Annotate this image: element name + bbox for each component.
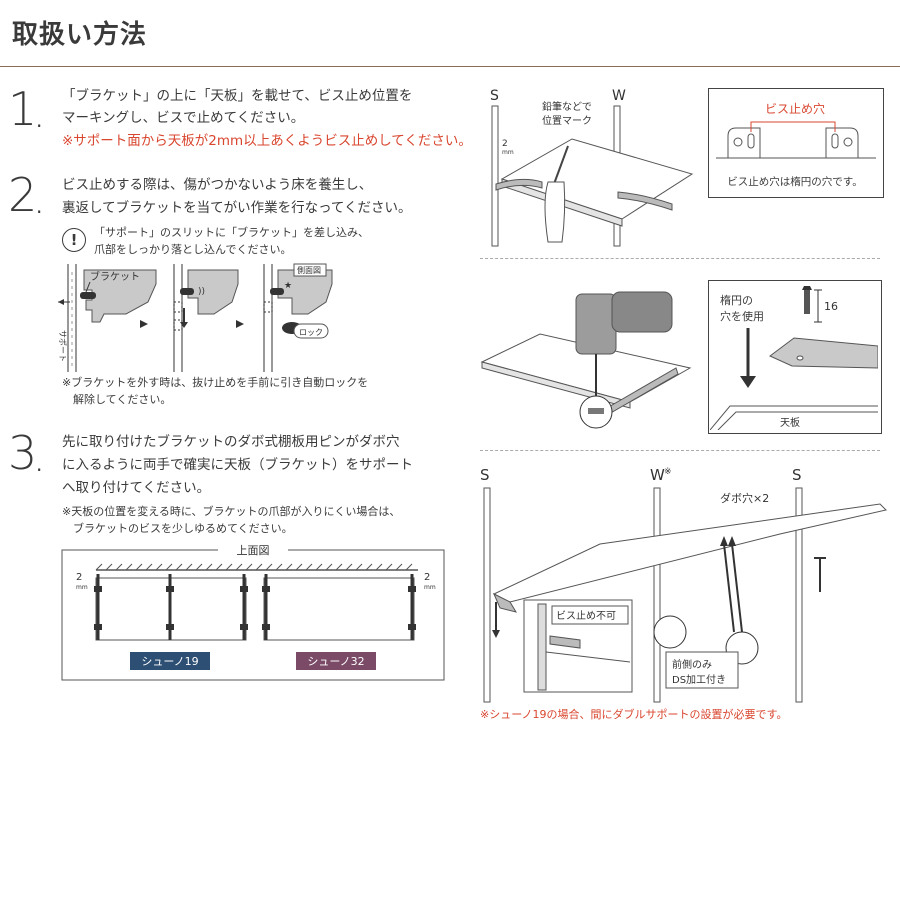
dim-left: 2 (76, 572, 82, 583)
dim-right-unit: mm (424, 584, 436, 591)
board-label: 天板 (780, 416, 800, 429)
step-3-line-2: に入るように両手で確実に天板（ブラケット）をサポート (62, 457, 413, 473)
top-view-title: 上面図 (237, 544, 270, 557)
legend-shuno32-swatch (296, 652, 376, 670)
dowel-label: ダボ穴×2 (720, 491, 769, 505)
oval-note-line-2: 穴を使用 (720, 310, 764, 323)
no-screw-label: ビス止め不可 (556, 610, 616, 622)
support-label: サポート (58, 330, 67, 362)
step-1-line-2: マーキングし、ビスで止めてください。 (62, 110, 305, 126)
title-divider (0, 66, 900, 67)
caution-icon: ! (62, 228, 86, 252)
legend-shuno19-swatch (130, 652, 210, 670)
step-2-line-2: 裏返してブラケットを当てがい作業を行なってください。 (62, 200, 412, 216)
step-3-line-3: へ取り付けてください。 (62, 480, 211, 496)
step-2-number: 2 (8, 168, 38, 222)
step-3-line-1: 先に取り付けたブラケットのダボ式棚板用ピンがダボ穴 (62, 434, 400, 450)
caution-line-2: 爪部をしっかり落とし込んでください。 (94, 243, 292, 256)
figure-panel-3: 側面図 ロック ★ (263, 263, 333, 372)
step-3-note-line-2: ブラケットのビスを少しゆるめてください。 (62, 522, 293, 535)
screw-hole-title: ビス止め穴 (764, 102, 825, 116)
front-only-line-1: 前側のみ (672, 658, 712, 671)
step-1-red-note: ※サポート面から天板が2mm以上あくようビス止めしてください。 (62, 133, 472, 149)
right-footnote: ※シューノ19の場合、間にダブルサポートの設置が必要です。 (480, 708, 788, 721)
fig1-w-label: W (612, 88, 626, 104)
right-divider-1 (480, 258, 880, 259)
dim-left-unit: mm (76, 584, 88, 591)
page-title: 取扱い方法 (12, 20, 148, 50)
step-2-note-line-1: ※ブラケットを外す時は、抜け止めを手前に引き自動ロックを (62, 376, 369, 389)
fig3-w-mark: ※ (664, 467, 672, 477)
dim-right: 2 (424, 572, 430, 583)
step-2-line-1: ビス止めする際は、傷がつかないよう床を養生し、 (62, 177, 373, 193)
mounting-figure: S W ※ S ダボ穴×2 ビス止め不可 前側のみ DS加工付き (480, 466, 887, 703)
screw-hole-figure (716, 121, 876, 159)
step-1-line-1: 「ブラケット」の上に「天板」を載せて、ビス止め位置を (62, 88, 413, 104)
fig3-w-mid: W (650, 466, 665, 484)
top-view-figure: 上面図 2 mm 2 mm シューノ19 シューノ32 (61, 542, 445, 681)
oval-hole-figure: 16 天板 (710, 286, 878, 430)
fig1-dim: 2 (502, 139, 508, 149)
step-1-dot: . (36, 108, 43, 132)
fig3-s-left: S (480, 466, 490, 484)
fig3-s-right: S (792, 466, 802, 484)
fig1-mark-note-2: 位置マーク (542, 114, 592, 127)
drilling-figure (480, 291, 692, 429)
legend-shuno32: シューノ32 (307, 655, 364, 668)
step-3-dot: . (36, 452, 43, 476)
step-2-note-line-2: 解除してください。 (62, 393, 172, 406)
step-3-number: 3 (8, 426, 38, 480)
right-divider-2 (480, 450, 880, 451)
screw-hole-box (708, 88, 884, 198)
figure-panel-1: ブラケット (58, 264, 157, 372)
oval-dim: 16 (824, 300, 838, 313)
caution-line-1: 「サポート」のスリットに「ブラケット」を差し込み、 (94, 226, 369, 239)
figure-panel-2: )) (173, 264, 244, 372)
bracket-label: ブラケット (90, 270, 140, 283)
oval-hole-box (708, 280, 882, 434)
svg-text:)): )) (198, 287, 205, 297)
fig1-dim-unit: mm (502, 149, 514, 156)
fig1-s-label: S (490, 88, 499, 104)
bracket-insert-figure: ブラケット )) 側面図 ロック ★ サポート (58, 263, 333, 372)
lock-label: ロック (299, 328, 323, 337)
marking-figure: S W 鉛筆などで 位置マーク 2 mm (490, 88, 694, 247)
step-3-note-line-1: ※天板の位置を変える時に、ブラケットの爪部が入りにくい場合は、 (62, 505, 401, 518)
step-1-number: 1 (8, 82, 38, 136)
oval-note-line-1: 楕円の (720, 294, 753, 307)
front-only-line-2: DS加工付き (672, 673, 726, 686)
step-2-dot: . (36, 194, 43, 218)
fig1-mark-note-1: 鉛筆などで (542, 100, 592, 113)
svg-text:★: ★ (284, 281, 292, 291)
screw-hole-caption: ビス止め穴は楕円の穴です。 (727, 176, 863, 188)
side-view-label: 側面図 (297, 265, 321, 275)
legend-shuno19: シューノ19 (141, 655, 198, 668)
